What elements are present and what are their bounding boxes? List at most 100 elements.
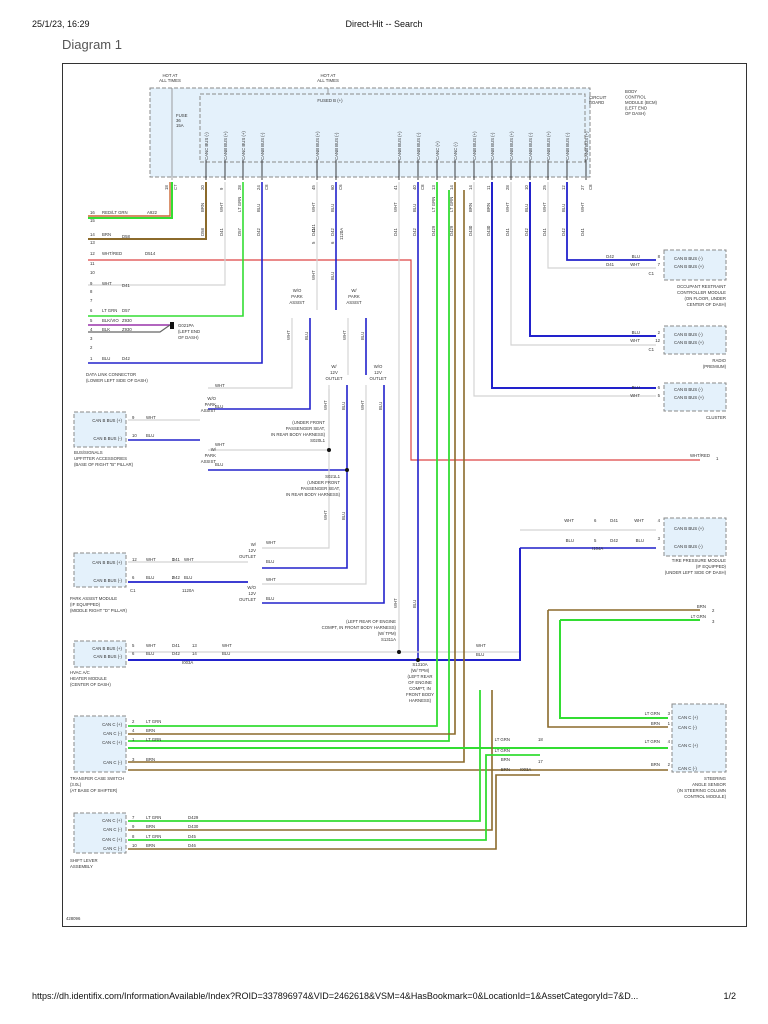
wire-color-label: WHT: [266, 540, 276, 545]
wire-color-label: WHT: [580, 202, 585, 212]
dlc-name: DATA LINK CONNECTOR: [86, 372, 136, 377]
wire-color-label: WHT: [630, 393, 640, 398]
wire-color-label: BLU: [566, 538, 574, 543]
circuit-label: Z930: [122, 318, 132, 323]
bus-signals-name: BUS/SIGNALS: [74, 450, 103, 455]
circuit-label: D430: [486, 225, 491, 236]
radio-name: RADIO: [712, 358, 726, 363]
option-w-12v-outlet: W/: [251, 542, 257, 547]
fuse-label: 15A: [176, 123, 184, 128]
bcm-pin-number: 60: [330, 185, 335, 190]
transfer-case-pin-label: CAN C (-): [103, 760, 122, 765]
bcm-pin-label: CANB BUS (-): [334, 132, 339, 160]
tire-pressure-box: [663, 517, 727, 557]
wire-color-label: BLU: [256, 204, 261, 212]
option-wo-12v-outlet: 12V: [374, 370, 382, 375]
circuit-label: D41: [542, 228, 547, 236]
wire-color-label: WHT: [342, 330, 347, 340]
circuit-label: D41: [580, 228, 585, 236]
fuse-label: 36: [176, 118, 181, 123]
occupant-restraint-name: CENTER OF DASH): [687, 302, 727, 307]
circuit-label: D41: [311, 224, 316, 232]
wire-blu-w12v: [262, 385, 348, 569]
wire-color-label: WHT: [286, 330, 291, 340]
pin-number: 2: [712, 608, 715, 613]
circuit-label: D430: [468, 225, 473, 236]
bcm-pin-label: CANC (-): [453, 142, 458, 160]
wire-color-label: BLU: [146, 575, 154, 580]
option-wo-12v-outlet: W/O: [247, 585, 256, 590]
connector-label: C6: [338, 184, 343, 190]
wire-color-label: BLU: [476, 652, 484, 657]
wire-color-label: BLU: [330, 204, 335, 212]
tpm-name: (UNDER LEFT SIDE OF DASH): [665, 570, 727, 575]
connector-label: I104A: [592, 546, 603, 551]
transfer-case-pin-label: CAN C (+): [102, 722, 123, 727]
dlc-pin-number: 16: [90, 210, 95, 215]
wire-d429-tc: [128, 182, 438, 727]
circuit-label: D45: [188, 834, 196, 839]
inline-pin: 18: [538, 737, 543, 742]
radio-pin-number: 2: [658, 330, 661, 335]
diagram-frame: [62, 63, 747, 927]
inline-pin: 1: [172, 557, 175, 562]
occupant-restraint-name: OCCUPANT RESTRAINT: [677, 284, 727, 289]
wire-color-label: BLU: [632, 254, 640, 259]
occupant-restraint-name: CONTROLLER MODULE: [677, 290, 726, 295]
footer-url[interactable]: https://dh.identifix.com/InformationAvai…: [32, 991, 639, 1001]
cluster-pin-label: CAN B BUS (+): [674, 395, 704, 400]
bcm-pin-label: CANB BUS (+): [397, 131, 402, 160]
wire-color-label: BLU: [304, 332, 309, 340]
bcm-pin-number: 41: [393, 185, 398, 190]
diagram-title: Diagram 1: [62, 37, 122, 52]
wire-color-label: BLU: [215, 462, 223, 467]
inline-pin: 17: [538, 759, 543, 764]
tpm-pin-label: CAN B BUS (-): [674, 544, 703, 549]
wire-color-label: LT GRN: [102, 308, 117, 313]
wire-color-label: BLU: [632, 330, 640, 335]
option-wo-park-assist: ASSIST: [289, 300, 305, 305]
wire-color-label: WHT: [146, 643, 156, 648]
wire-color-label: RED/LT GRN: [102, 210, 128, 215]
wire-hvac-blu: [128, 548, 521, 661]
wire-color-label: BRN: [651, 721, 660, 726]
transfer-case-pin-label: CAN C (+): [102, 740, 123, 745]
circuit-label: D42: [412, 228, 417, 236]
wire-steer-brn: [547, 610, 668, 728]
hvac-name: (CENTER OF DASH): [70, 682, 111, 687]
circuit-label: Z930: [122, 327, 132, 332]
splice-s1310a-label: (W/ TPM): [411, 668, 430, 673]
bcm-module-box: [149, 87, 591, 178]
steering-box: [671, 703, 727, 773]
diagram-id: 428096: [66, 916, 81, 921]
hot-at-all-times-label: ALL TIMES: [159, 78, 181, 83]
cluster-pin-number: 5: [658, 393, 661, 398]
splice-s020l1-label: (UNDER FRONT: [292, 420, 325, 425]
bcm-pin-label: CANB BUS (-): [528, 132, 533, 160]
steering-name: CONTROL MODULE): [684, 794, 726, 799]
wire-color-label: BLU: [561, 204, 566, 212]
transfer-case-box: [73, 715, 127, 773]
wire-d42-dlc: [88, 182, 263, 364]
dlc-pin-number: 10: [90, 270, 95, 275]
wires: [88, 182, 700, 850]
wire-color-label: BLU: [215, 404, 223, 409]
wire-wht-w12v: [262, 385, 330, 549]
splice-s1310a-label: (LEFT REAR: [408, 674, 433, 679]
option-w-park-assist: PARK: [205, 453, 217, 458]
occupant-restraint-pin-number: 7: [658, 262, 661, 267]
wire-color-label: WHT: [476, 643, 486, 648]
wire-color-label: LT GRN: [237, 197, 242, 212]
hvac-pin-number: 5: [132, 643, 135, 648]
hvac-name: HVAC A/C: [70, 670, 90, 675]
occupant-restraint-name: (ON FLOOR, UNDER: [684, 296, 726, 301]
wire-color-label: BRN: [486, 203, 491, 212]
tpm-pin-number: 3: [658, 536, 661, 541]
wire-color-label: BLU: [524, 204, 529, 212]
splice-s1311a-label: (W/ TPM): [378, 631, 397, 636]
ground-label: OF DASH): [178, 335, 199, 340]
option-wo-12v-outlet: W/O: [374, 364, 383, 369]
circuit-label: D42: [524, 228, 529, 236]
wire-color-label: WHT: [266, 577, 276, 582]
bcm-circuit-board-box: [199, 93, 586, 163]
